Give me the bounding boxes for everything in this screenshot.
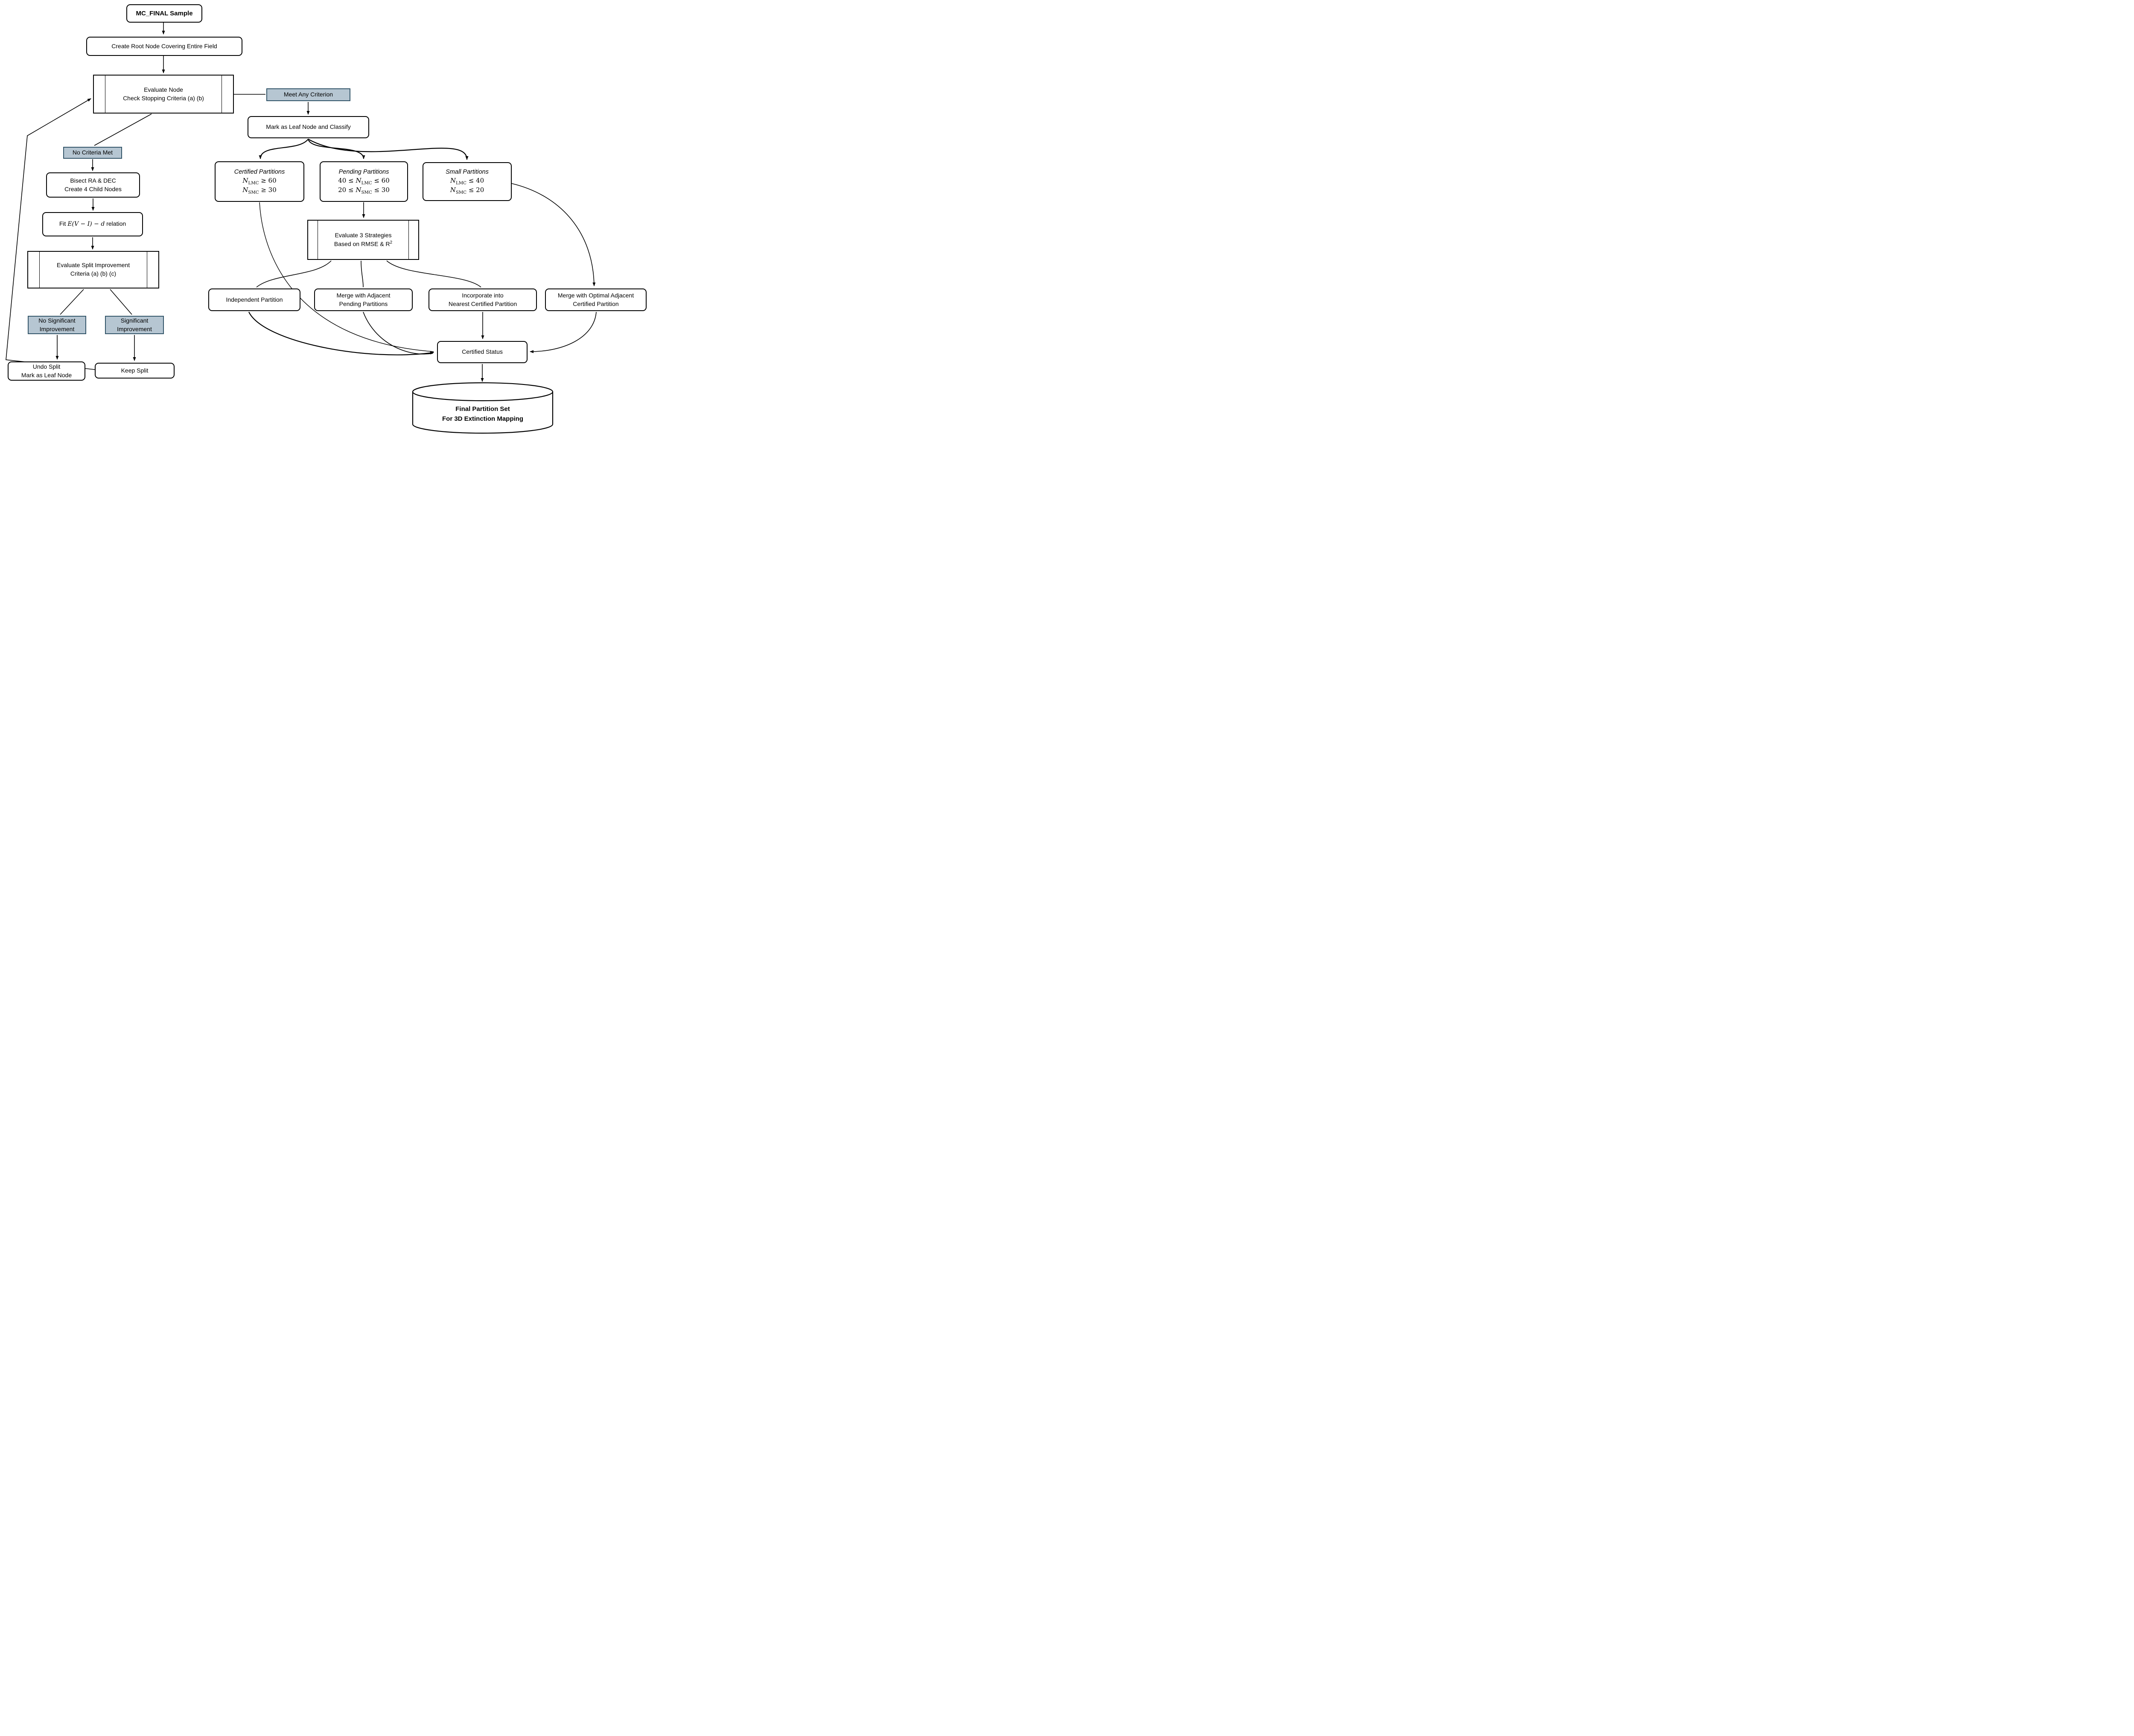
node-label: Mark as Leaf Node and Classify (266, 123, 351, 131)
node-label-line1: Merge with Optimal Adjacent (557, 291, 634, 299)
flowchart-canvas: MC_FINAL Sample Create Root Node Coverin… (0, 0, 648, 434)
edge-independent-status (248, 312, 434, 355)
node-pending-partitions: Pending Partitions 40 ≤ NLMC ≤ 60 20 ≤ N… (320, 161, 408, 202)
node-meet-any-criterion: Meet Any Criterion (266, 88, 350, 101)
node-mc-final-sample: MC_FINAL Sample (126, 4, 202, 23)
partition-title: Certified Partitions (234, 168, 285, 175)
node-label: MC_FINAL Sample (136, 9, 193, 17)
edge-evaluatesplit-nosignificant (60, 289, 84, 315)
edge-small-mergeoptimal (511, 183, 596, 286)
subroutine-bar-left (39, 252, 40, 288)
node-create-root: Create Root Node Covering Entire Field (86, 37, 242, 56)
partition-title: Small Partitions (446, 168, 489, 175)
node-mark-as-leaf: Mark as Leaf Node and Classify (248, 116, 369, 138)
partition-condition-2: 20 ≤ NSMC ≤ 30 (338, 186, 390, 195)
edge-strategies-incorporate (386, 260, 481, 288)
node-label-line2: Based on RMSE & R2 (334, 240, 393, 248)
node-label-line1: Final Partition Set (455, 405, 510, 413)
node-label-line2: Nearest Certified Partition (448, 300, 517, 307)
edge-markleaf-small (308, 139, 469, 160)
connector-layer (6, 23, 597, 434)
node-label-line2: Criteria (a) (b) (c) (70, 270, 117, 277)
node-label: Independent Partition (226, 296, 283, 303)
node-label: Meet Any Criterion (283, 91, 333, 98)
edge-markleaf-certified (259, 139, 309, 159)
partition-condition-1: 40 ≤ NLMC ≤ 60 (338, 176, 390, 186)
node-label: Fit E(V − I) − d relation (59, 220, 126, 228)
node-label-line2: Create 4 Child Nodes (64, 185, 122, 192)
edge-markleaf-pending (307, 139, 365, 159)
node-label-line1: Evaluate Split Improvement (56, 262, 130, 269)
node-no-significant-improvement: No Significant Improvement (28, 316, 86, 334)
node-label-line1: Merge with Adjacent (336, 291, 391, 299)
node-independent-partition: Independent Partition (208, 288, 300, 311)
node-label-line2: Certified Partition (573, 300, 619, 307)
node-label-line2: Mark as Leaf Node (21, 371, 72, 379)
subroutine-bar-right (408, 221, 409, 259)
node-evaluate-strategies: Evaluate 3 Strategies Based on RMSE & R2 (307, 220, 419, 260)
node-label: Certified Status (462, 348, 503, 355)
node-bisect: Bisect RA & DEC Create 4 Child Nodes (46, 172, 140, 198)
node-significant-improvement: Significant Improvement (105, 316, 164, 334)
node-label: Keep Split (121, 367, 149, 374)
edge-mergepending-status (363, 312, 433, 355)
node-no-criteria-met: No Criteria Met (63, 147, 122, 159)
partition-condition-2: NSMC ≥ 30 (242, 186, 277, 195)
node-label-line1: Undo Split (32, 363, 61, 370)
edge-evaluatenode-nocriteria (94, 114, 152, 146)
node-evaluate-node: Evaluate Node Check Stopping Criteria (a… (93, 75, 234, 114)
node-final-partition-set: Final Partition Set For 3D Extinction Ma… (413, 405, 553, 424)
node-label-line1: Incorporate into (462, 291, 504, 299)
node-label-line2: Check Stopping Criteria (a) (b) (123, 94, 204, 102)
node-label-line2: Improvement (117, 325, 152, 332)
edge-strategies-independent (256, 260, 332, 288)
node-label-line2: Improvement (39, 325, 75, 332)
partition-condition-1: NLMC ≤ 40 (450, 176, 484, 186)
node-keep-split: Keep Split (95, 363, 175, 379)
node-label-line1: Significant (120, 317, 149, 324)
node-label-line2: Pending Partitions (339, 300, 388, 307)
partition-condition-1: NLMC ≥ 60 (242, 176, 277, 186)
node-label-line1: Evaluate Node (144, 86, 183, 93)
node-incorporate: Incorporate into Nearest Certified Parti… (429, 288, 537, 311)
node-small-partitions: Small Partitions NLMC ≤ 40 NSMC ≤ 20 (423, 162, 512, 201)
node-label-line2: For 3D Extinction Mapping (442, 415, 523, 422)
node-label-line1: Bisect RA & DEC (70, 177, 116, 184)
node-label: No Criteria Met (72, 149, 113, 156)
database-cylinder-shape (412, 382, 554, 434)
edge-mergeoptimal-status (530, 312, 597, 353)
partition-condition-2: NSMC ≤ 20 (450, 186, 484, 195)
edge-strategies-mergepending (361, 260, 364, 288)
partition-title: Pending Partitions (338, 168, 389, 175)
node-label-line1: Evaluate 3 Strategies (335, 231, 392, 239)
node-certified-partitions: Certified Partitions NLMC ≥ 60 NSMC ≥ 30 (215, 161, 304, 202)
node-undo-split: Undo Split Mark as Leaf Node (8, 361, 85, 381)
edge-evaluatesplit-significant (110, 289, 132, 315)
node-merge-pending: Merge with Adjacent Pending Partitions (314, 288, 413, 311)
node-label: Create Root Node Covering Entire Field (111, 42, 217, 50)
node-evaluate-split: Evaluate Split Improvement Criteria (a) … (27, 251, 159, 288)
node-label-line1: No Significant (38, 317, 76, 324)
node-certified-status: Certified Status (437, 341, 528, 363)
node-fit-relation: Fit E(V − I) − d relation (42, 212, 143, 236)
node-merge-optimal: Merge with Optimal Adjacent Certified Pa… (545, 288, 647, 311)
